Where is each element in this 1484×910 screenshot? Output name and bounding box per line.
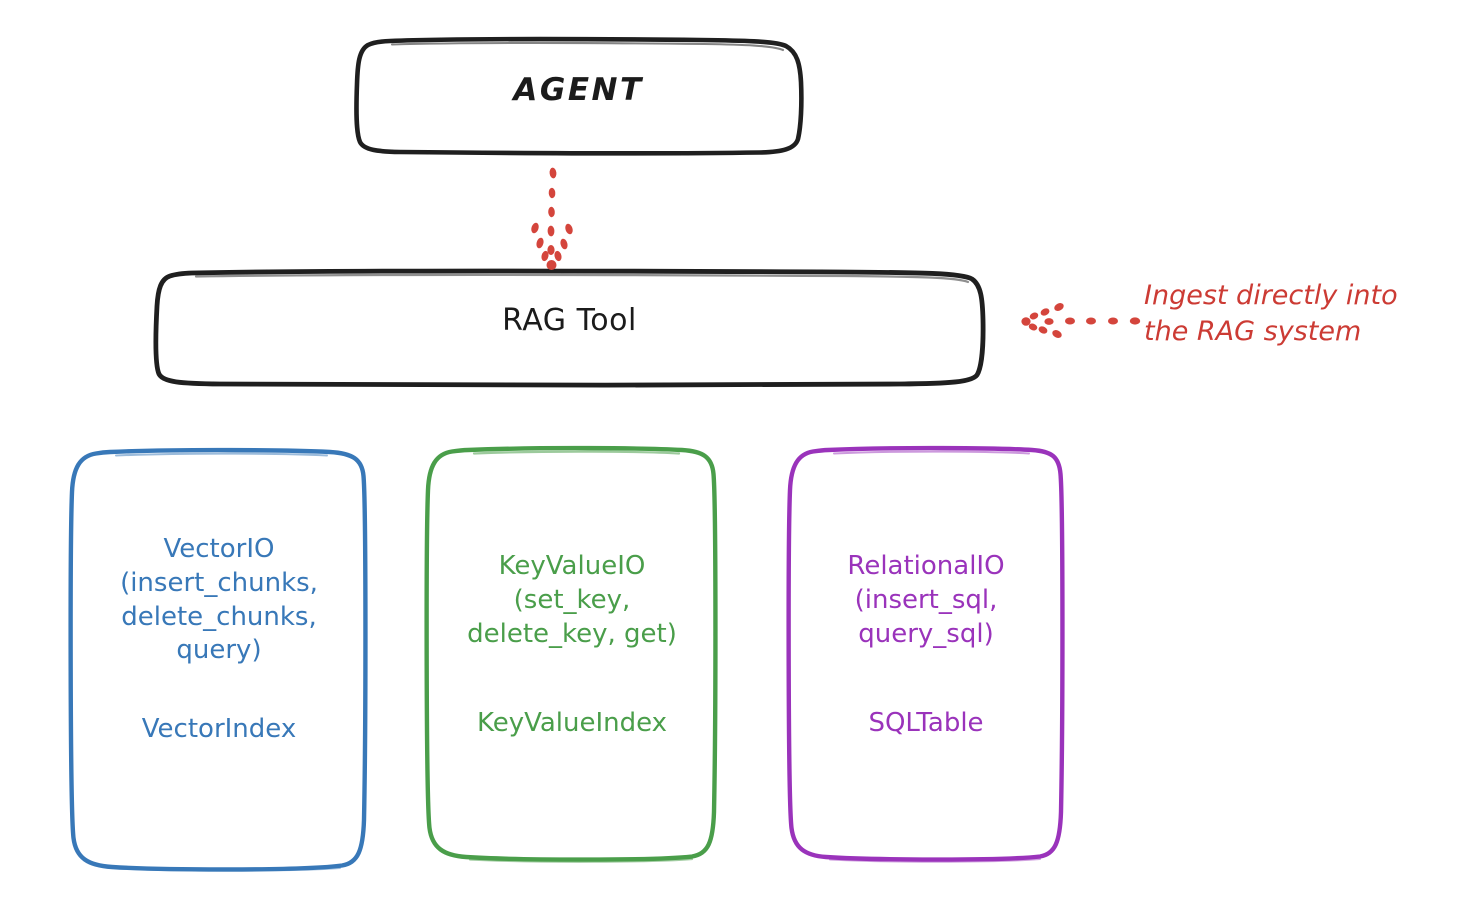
vector-io-label: VectorIO (insert_chunks, delete_chunks, … bbox=[120, 534, 318, 666]
agent-node[interactable] bbox=[357, 40, 802, 154]
relational-io-label: RelationalIO (insert_sql, query_sql) bbox=[847, 551, 1005, 649]
ingest-connector bbox=[1021, 303, 1141, 338]
vector-io-node[interactable] bbox=[70, 450, 366, 870]
relational-io-node[interactable] bbox=[788, 448, 1063, 860]
vector-io-box-shape bbox=[68, 447, 368, 872]
key-value-io-node[interactable] bbox=[426, 448, 716, 860]
agent-box-shape bbox=[354, 36, 804, 156]
relational-io-box-shape bbox=[786, 445, 1065, 863]
key-value-index-label: KeyValueIndex bbox=[476, 708, 668, 738]
ingest-annotation-text: Ingest directly into the RAG system bbox=[1144, 280, 1398, 348]
rag-tool-box-shape bbox=[153, 268, 986, 388]
rag-tool-node[interactable] bbox=[157, 272, 983, 385]
sql-table-label: SQLTable bbox=[868, 708, 984, 738]
vector-index-label: VectorIndex bbox=[141, 714, 297, 744]
key-value-io-label: KeyValueIO (set_key, delete_key, get) bbox=[467, 551, 677, 649]
agent-to-rag-connector bbox=[531, 167, 573, 270]
key-value-io-box-shape bbox=[424, 445, 718, 863]
